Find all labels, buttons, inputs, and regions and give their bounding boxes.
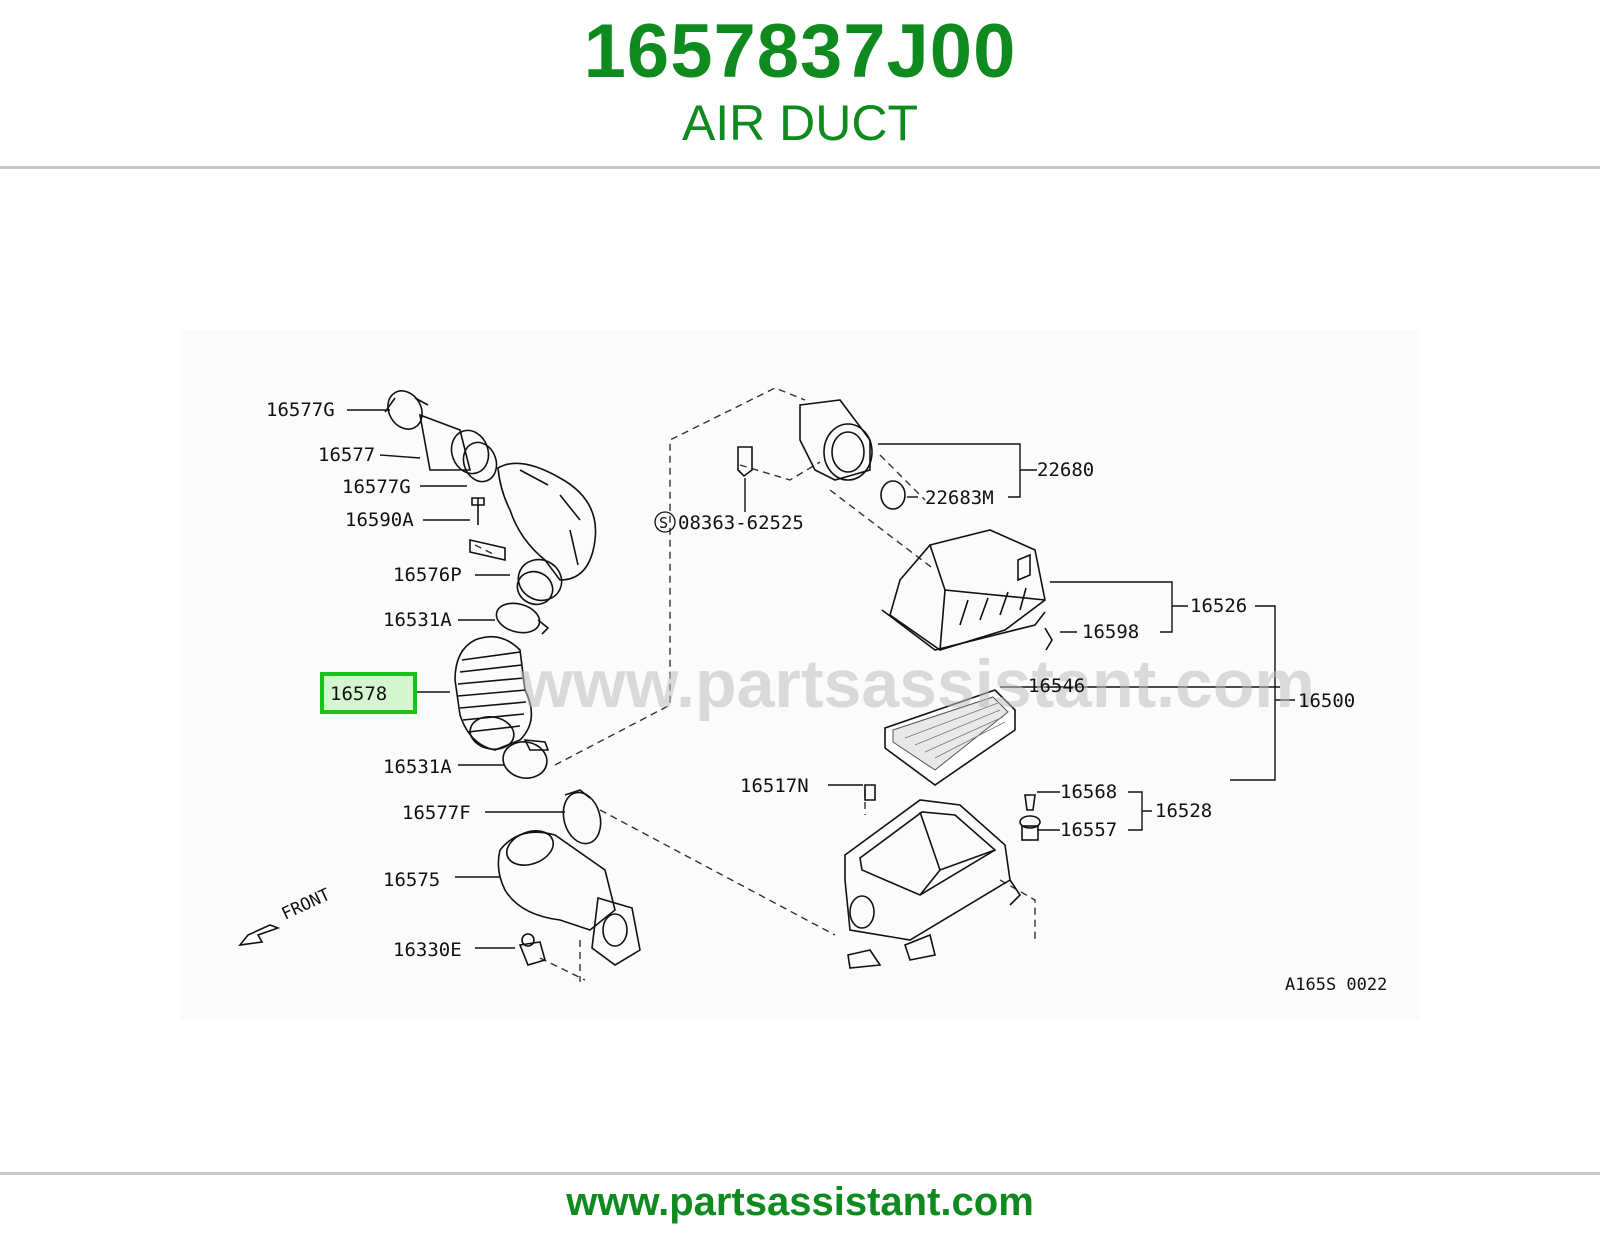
page-header: 1657837J00 AIR DUCT [0,0,1600,168]
callout-22680[interactable]: 22680 [1037,459,1094,481]
callout-16546[interactable]: 16546 [1028,675,1085,697]
footer-website[interactable]: www.partsassistant.com [566,1180,1034,1224]
parts-diagram: FRONT [180,330,1420,1020]
callout-16598[interactable]: 16598 [1082,621,1139,643]
filter-element-16546 [884,689,1016,786]
callout-16575[interactable]: 16575 [383,869,440,891]
callout-16330e[interactable]: 16330E [393,939,462,961]
s-circle-icon [654,511,676,533]
callout-16577g-mid[interactable]: 16577G [342,476,411,498]
footer-divider [0,1172,1600,1175]
dashed-guides [474,387,1036,982]
air-cleaner-body-16528 [844,784,1041,969]
leader-lines [347,409,1295,949]
callout-08363-62525[interactable]: 08363-62525 [678,512,804,534]
header-divider [0,166,1600,169]
gasket-22683m [880,480,906,510]
upper-duct-assembly [384,390,597,635]
callout-08363-prefix: S [659,514,668,532]
callout-16577g-top[interactable]: 16577G [266,399,335,421]
callout-16577f[interactable]: 16577F [402,802,471,824]
part-name-subtitle: AIR DUCT [681,95,919,151]
parts-diagram-svg: FRONT [180,330,1420,1020]
lower-duct-16575 [497,789,641,966]
callout-16577[interactable]: 16577 [318,444,375,466]
callout-16531a-top[interactable]: 16531A [383,609,452,631]
part-number-title: 1657837J00 [583,9,1017,94]
callout-16578[interactable]: 16578 [330,683,387,705]
corrugated-hose-16578 [454,635,550,779]
callout-16517n[interactable]: 16517N [740,775,809,797]
figure-code: A165S 0022 [1285,975,1387,995]
callout-16500[interactable]: 16500 [1298,690,1355,712]
callout-22683m[interactable]: 22683M [925,487,994,509]
callout-16528[interactable]: 16528 [1155,800,1212,822]
callout-16526[interactable]: 16526 [1190,595,1247,617]
callout-16531a-bottom[interactable]: 16531A [383,756,452,778]
highlight-box-16578[interactable] [320,672,417,714]
callout-labels: 16577G 16577 16577G 16590A 16576P 16531A… [266,399,1355,961]
callout-16568[interactable]: 16568 [1060,781,1117,803]
watermark: www.partsassistant.com [519,646,1315,722]
callout-16590a[interactable]: 16590A [345,509,414,531]
callout-16557[interactable]: 16557 [1060,819,1117,841]
callout-16576p[interactable]: 16576P [393,564,462,586]
air-cleaner-cover-16526 [881,529,1053,651]
air-flow-meter-22680 [737,399,906,510]
